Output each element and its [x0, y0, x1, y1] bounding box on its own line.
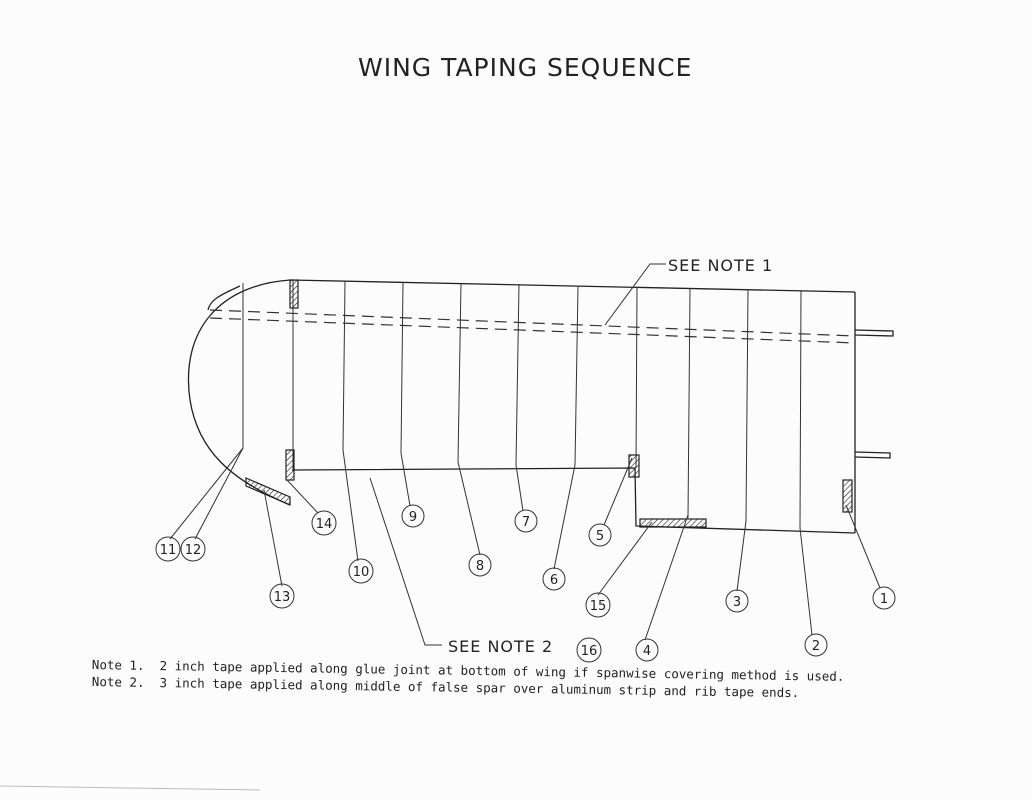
callout-4: 4: [635, 638, 659, 662]
callout-3: 3: [725, 589, 749, 613]
svg-text:13: 13: [274, 590, 291, 605]
svg-text:10: 10: [353, 565, 370, 580]
svg-text:9: 9: [409, 510, 417, 525]
callout-15: 15: [585, 592, 611, 618]
svg-text:2: 2: [812, 639, 820, 654]
callout-16: 16: [576, 637, 602, 663]
see-note-1-label: SEE NOTE 1: [668, 256, 773, 275]
callout-6: 6: [542, 567, 566, 591]
svg-text:6: 6: [550, 573, 558, 588]
note-1-label: Note 1.: [91, 657, 145, 673]
callout-1: 1: [872, 586, 896, 610]
wing-ribs: [242, 280, 802, 529]
diagram-title: WING TAPING SEQUENCE: [358, 53, 692, 82]
callout-12: 12: [180, 536, 206, 562]
callout-11: 11: [155, 536, 181, 562]
see-note-2-label: SEE NOTE 2: [448, 637, 553, 656]
svg-text:8: 8: [476, 559, 484, 574]
callout-leaders: [169, 447, 881, 641]
callout-10: 10: [348, 558, 374, 584]
page-edge: [0, 785, 261, 791]
svg-text:1: 1: [880, 592, 888, 607]
svg-text:12: 12: [185, 543, 202, 558]
callout-7: 7: [514, 509, 538, 533]
svg-text:16: 16: [581, 644, 598, 659]
svg-text:15: 15: [590, 599, 607, 614]
note-2-label: Note 2.: [91, 674, 145, 690]
wing-outline: [187, 279, 894, 534]
callout-5: 5: [588, 523, 612, 547]
svg-text:11: 11: [160, 543, 177, 558]
svg-text:7: 7: [522, 515, 530, 530]
callout-2: 2: [804, 633, 828, 657]
svg-text:5: 5: [596, 529, 604, 544]
callouts: 1 2 3 4 5 6 7 8 9 10 11 12 13 14 15 16: [155, 504, 896, 663]
svg-text:3: 3: [733, 595, 741, 610]
tape-pieces: [245, 279, 853, 528]
callout-9: 9: [401, 504, 425, 528]
svg-text:14: 14: [316, 517, 333, 532]
callout-13: 13: [269, 583, 295, 609]
svg-text:4: 4: [643, 644, 651, 659]
callout-14: 14: [311, 510, 337, 536]
callout-8: 8: [468, 553, 492, 577]
